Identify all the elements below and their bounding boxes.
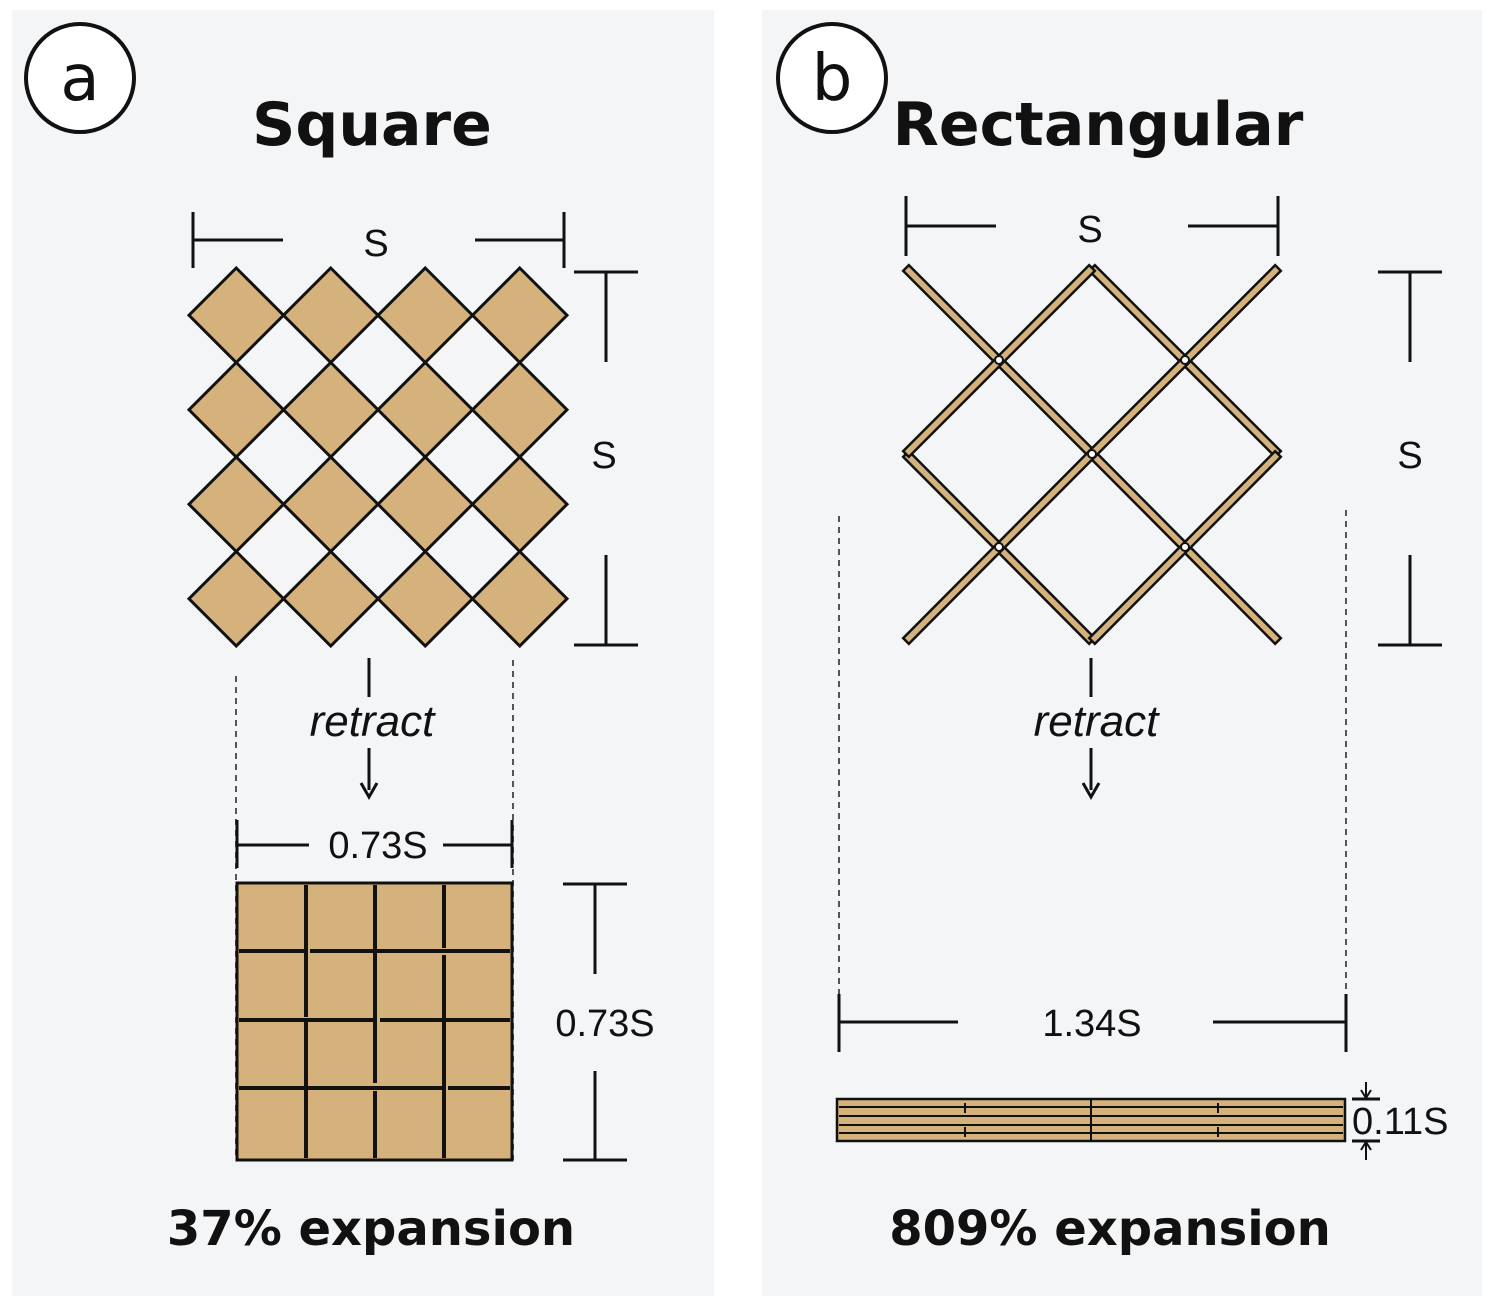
rect-deployed-height-label: S [1397,435,1422,477]
lattice-joint [1087,449,1097,459]
square-retracted-pattern [235,881,514,1162]
rect-deployed-width-dimension: S [904,196,1280,256]
lattice-joint [994,542,1004,552]
panel-rectangular-background [762,10,1482,1296]
lattice-joint [1180,542,1190,552]
square-retracted-height-label: 0.73S [555,1003,654,1045]
square-tile [375,549,475,649]
square-deployed-pattern [186,265,570,649]
square-deployed-height-dimension: S [574,270,638,647]
rect-retracted-pattern [835,1097,1347,1143]
panel-b-letter: b [812,42,853,116]
square-deployed-width-dimension: S [191,212,566,268]
rect-retract-label: retract [1034,697,1160,746]
rect-retract-arrow [1081,658,1101,801]
square-deployed-height-label: S [591,435,616,477]
square-retracted-height-dimension: 0.73S [555,882,655,1162]
rect-retracted-width-dimension: 1.34S [837,994,1348,1052]
rect-deployed-pattern [901,263,1283,646]
lattice-joint [1180,355,1190,365]
rect-retracted-height-label: 0.11S [1352,1101,1448,1143]
square-retract-arrow [359,658,379,801]
panel-a-label-circle [24,22,136,134]
rect-deployed-width-label: S [1077,209,1102,251]
rect-deployed-height-dimension: S [1378,270,1442,647]
square-caption: 37% expansion [167,1201,575,1257]
panel-rectangular: b Rectangular S S retract [762,10,1482,1296]
square-tile [281,549,381,649]
panel-b-title: Rectangular [893,90,1304,160]
rect-retracted-height-dimension: 0.11S [1352,1082,1448,1160]
panel-b-label-circle [776,22,888,134]
panel-square: a Square S S retract [12,10,714,1296]
square-retract-label: retract [310,697,436,746]
square-retracted-width-dimension: 0.73S [235,820,514,868]
rect-caption: 809% expansion [889,1201,1331,1257]
square-tile [470,549,570,649]
lattice-joint [994,355,1004,365]
square-tile [186,549,286,649]
rect-retracted-width-label: 1.34S [1042,1003,1141,1045]
square-deployed-width-label: S [363,223,388,265]
panel-a-title: Square [252,90,492,160]
panel-a-letter: a [60,42,99,116]
square-retracted-width-label: 0.73S [328,825,427,867]
